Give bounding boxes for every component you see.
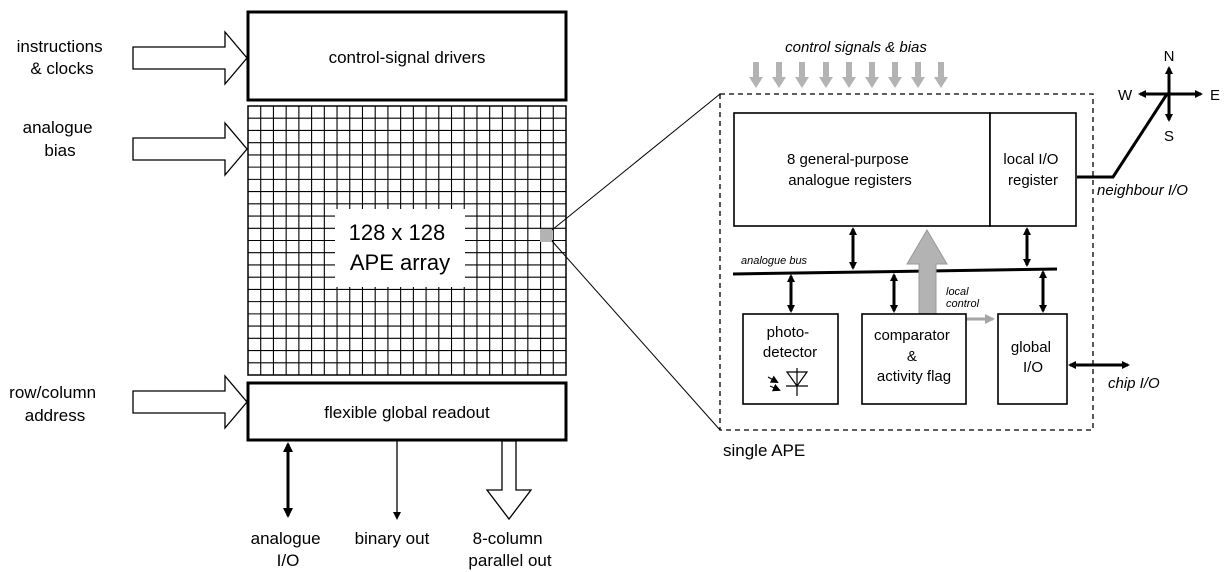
zoom-line-top — [551, 93, 721, 231]
photodetector-box — [742, 313, 839, 405]
photodetector-label: photo- detector — [763, 324, 817, 361]
photodiode-icon — [767, 368, 809, 396]
row-column-arrow — [132, 374, 248, 430]
compass-east-label: E — [1210, 87, 1220, 104]
control-signal-arrow — [772, 62, 786, 88]
single-ape-label: single APE — [723, 441, 805, 460]
control-signal-arrow — [911, 62, 925, 88]
parallel-out-label: 8-column parallel out — [468, 529, 551, 570]
zoom-line-bottom — [551, 240, 721, 431]
global-readout-label: flexible global readout — [324, 403, 490, 422]
analogue-registers-box — [733, 112, 991, 227]
control-signal-arrow — [888, 62, 902, 88]
array-label-background — [335, 209, 465, 287]
row-column-label: row/column address — [9, 383, 101, 425]
neighbour-io-label: neighbour I/O — [1097, 182, 1188, 199]
control-signal-arrow — [842, 62, 856, 88]
parallel-out-arrow — [485, 440, 533, 521]
local-io-register-box — [989, 112, 1077, 227]
global-io-label: global I/O — [1011, 339, 1055, 376]
control-signal-drivers-label: control-signal drivers — [329, 48, 486, 67]
compass-south-label: S — [1164, 128, 1174, 145]
control-signal-arrow — [934, 62, 948, 88]
analogue-bias-label: analogue bias — [23, 118, 98, 160]
control-signal-arrow — [795, 62, 809, 88]
ape-array-grid: 128 x 128 APE array — [247, 105, 567, 376]
local-control-label: local control — [946, 286, 980, 310]
control-signal-drivers-box — [246, 10, 568, 102]
control-signal-arrow — [749, 62, 763, 88]
control-signal-arrows — [749, 62, 948, 88]
local-io-register-label: local I/O register — [1003, 151, 1062, 189]
control-signals-label: control signals & bias — [785, 39, 927, 56]
comparator-to-registers-arrow — [906, 229, 948, 316]
analogue-bias-arrow — [132, 121, 248, 177]
comparator-box — [861, 313, 967, 405]
binary-out-label: binary out — [355, 529, 430, 548]
highlighted-ape-cell — [540, 229, 552, 242]
instructions-label: instructions & clocks — [17, 37, 108, 78]
analogue-bus — [732, 267, 1058, 276]
control-signal-arrow — [865, 62, 879, 88]
compass-north-label: N — [1164, 48, 1175, 65]
neighbour-io-link — [1077, 93, 1169, 179]
chip-io-label: chip I/O — [1108, 375, 1160, 392]
analogue-io-label: analogue I/O — [251, 529, 326, 570]
analogue-bus-label: analogue bus — [741, 255, 808, 267]
single-ape-outline — [719, 93, 1094, 431]
comparator-label: comparator & activity flag — [874, 327, 954, 385]
compass-west-label: W — [1118, 87, 1133, 104]
analogue-registers-label: 8 general-purpose analogue registers — [787, 151, 913, 189]
global-io-box — [997, 313, 1068, 405]
compass-icon: N S E W — [1118, 48, 1220, 145]
array-label: 128 x 128 APE array — [349, 220, 452, 275]
instructions-arrow — [132, 30, 248, 86]
global-readout-box — [246, 381, 568, 442]
control-signal-arrow — [819, 62, 833, 88]
